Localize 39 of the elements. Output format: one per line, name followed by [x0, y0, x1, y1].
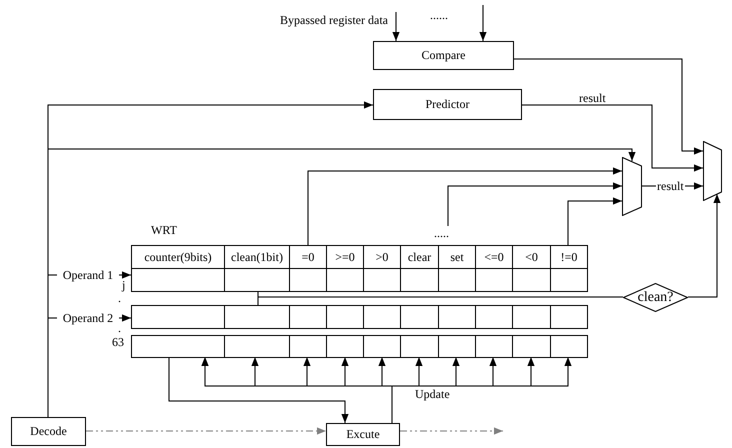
- arrow: [392, 12, 400, 42]
- dashed-arrow: [400, 427, 504, 435]
- column-header: counter(9bits): [131, 245, 225, 269]
- arrow: [688, 194, 721, 298]
- process-box: Excute: [326, 423, 400, 446]
- arrow: [168, 356, 349, 424]
- row-index-label: .: [118, 322, 121, 334]
- arrow: [201, 356, 572, 424]
- signal-label: Operand 1: [57, 268, 119, 283]
- edge-label: result: [578, 92, 607, 104]
- arrow: [308, 167, 622, 246]
- dashed-arrow: [86, 427, 326, 435]
- multiplexer-symbol: [703, 141, 722, 201]
- decision-diamond: clean?: [623, 283, 688, 312]
- arrow: [118, 314, 132, 322]
- multiplexer-symbol: [622, 157, 642, 216]
- connector-line: [48, 318, 58, 418]
- row-index-label: j: [122, 279, 126, 291]
- process-box: Predictor: [373, 89, 522, 120]
- ellipsis-label: .....: [434, 227, 449, 239]
- arrow: [522, 104, 704, 172]
- row-index-label: 63: [112, 336, 124, 348]
- arrow: [479, 4, 487, 42]
- arrow: [448, 182, 622, 226]
- column-header: !=0: [550, 245, 588, 269]
- signal-label: Operand 2: [57, 311, 119, 326]
- table-title: WRT: [151, 224, 177, 236]
- edge-label: Update: [414, 388, 451, 400]
- signal-label: Bypassed register data: [270, 12, 398, 28]
- register-table: [131, 224, 587, 357]
- arrow: [118, 271, 132, 279]
- process-box: Decode: [11, 417, 86, 446]
- connector-line: [258, 290, 624, 306]
- arrow: [514, 58, 704, 155]
- edge-label: result: [656, 180, 685, 192]
- arrow: [568, 197, 622, 246]
- ellipsis-label: ......: [430, 9, 448, 21]
- process-box: Compare: [373, 41, 514, 70]
- row-index-label: .: [118, 292, 121, 304]
